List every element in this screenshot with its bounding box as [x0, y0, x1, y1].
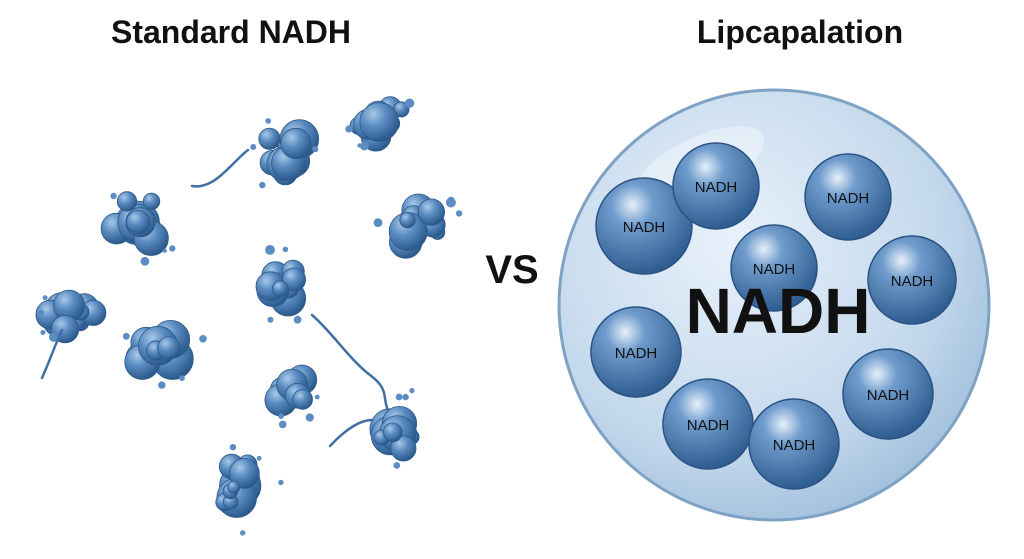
molecule-cluster [250, 118, 320, 189]
vs-label: VS [485, 248, 539, 292]
molecule-bead [116, 191, 138, 212]
molecule-bead [417, 198, 445, 226]
molecule-bead [399, 212, 416, 229]
molecule-bead [228, 457, 260, 489]
molecule-fragment [395, 393, 403, 401]
molecule-fragment [259, 181, 266, 189]
nadh-sphere-label: NADH [891, 273, 934, 290]
molecule-fragment [250, 144, 257, 150]
molecule-cluster [35, 289, 107, 344]
molecule-bead [390, 435, 417, 462]
molecule-bead [157, 336, 181, 360]
molecule-cluster [369, 388, 420, 469]
nadh-sphere: NADH [672, 142, 760, 230]
molecule-fragment [199, 335, 207, 343]
molecule-cluster [122, 319, 207, 389]
molecule-strand [310, 313, 390, 412]
capsule-nadh-label: NADH [686, 275, 871, 347]
molecule-fragment [402, 393, 409, 401]
nadh-sphere: NADH [748, 398, 840, 490]
molecule-fragment [267, 316, 274, 323]
molecule-fragment [122, 332, 130, 340]
molecule-fragment [305, 413, 314, 422]
molecule-bead [281, 267, 306, 292]
molecule-cluster [264, 364, 320, 429]
molecule-fragment [278, 413, 284, 420]
nadh-sphere: NADH [842, 348, 934, 440]
nadh-sphere: NADH [590, 306, 682, 398]
molecule-fragment [278, 420, 287, 429]
molecule-cluster [215, 444, 284, 536]
molecule-cluster [345, 96, 415, 152]
nadh-sphere-label: NADH [827, 190, 870, 207]
molecule-fragment [373, 218, 383, 228]
molecule-fragment [357, 143, 362, 148]
lipcapalation-title: Lipcapalation [696, 14, 904, 50]
molecule-fragment [169, 245, 176, 252]
nadh-sphere-label: NADH [867, 387, 910, 404]
molecule-cluster [373, 193, 463, 259]
nadh-sphere-label: NADH [753, 261, 796, 278]
molecule-bead [142, 192, 161, 211]
molecule-fragment [360, 141, 369, 151]
nadh-sphere-label: NADH [615, 345, 658, 362]
molecule-fragment [240, 530, 246, 536]
molecule-bead [272, 280, 289, 297]
molecule-strand [328, 418, 374, 448]
standard-nadh-title: Standard NADH [110, 14, 352, 50]
molecule-bead [258, 127, 281, 150]
nadh-sphere: NADH [730, 224, 818, 312]
nadh-sphere-label: NADH [623, 219, 666, 236]
molecule-bead [227, 480, 241, 494]
molecule-strand [40, 328, 64, 380]
nadh-sphere: NADH [595, 177, 693, 275]
molecule-fragment [229, 444, 237, 451]
molecule-fragment [42, 295, 48, 301]
molecule-strand [190, 148, 250, 188]
molecule-fragment [110, 192, 117, 200]
molecule-fragment [278, 479, 284, 486]
molecule-fragment [265, 245, 275, 255]
molecule-fragment [282, 246, 289, 253]
molecule-cluster [255, 245, 307, 324]
molecule-fragment [49, 332, 59, 342]
molecule-fragment [445, 197, 456, 208]
molecule-bead [280, 127, 312, 160]
molecule-bead [292, 389, 313, 410]
molecule-fragment [455, 210, 463, 217]
molecule-fragment [158, 381, 166, 389]
molecule-fragment [409, 388, 415, 394]
nadh-sphere: NADH [804, 153, 892, 241]
molecule-fragment [256, 455, 262, 461]
molecule-fragment [265, 118, 272, 124]
molecule-fragment [314, 394, 320, 400]
free-molecule-clusters [35, 96, 463, 536]
molecule-fragment [179, 375, 185, 381]
molecule-fragment [293, 315, 302, 324]
nadh-sphere-label: NADH [687, 417, 730, 434]
molecule-fragment [140, 256, 150, 266]
nadh-sphere-label: NADH [695, 179, 738, 196]
molecule-cluster [100, 191, 176, 266]
molecule-fragment [404, 98, 415, 108]
nadh-sphere: NADH [662, 378, 754, 470]
molecule-fragment [393, 462, 401, 469]
molecule-bead [359, 102, 400, 142]
molecule-bead [126, 210, 151, 235]
molecule-fragment [345, 125, 353, 133]
molecule-bead [382, 422, 403, 443]
molecule-fragment [312, 146, 319, 153]
molecule-fragment [40, 330, 46, 335]
molecule-fragment [162, 248, 167, 253]
molecule-fragment [37, 309, 45, 317]
nadh-sphere: NADH [867, 235, 957, 325]
nadh-sphere-label: NADH [773, 437, 816, 454]
